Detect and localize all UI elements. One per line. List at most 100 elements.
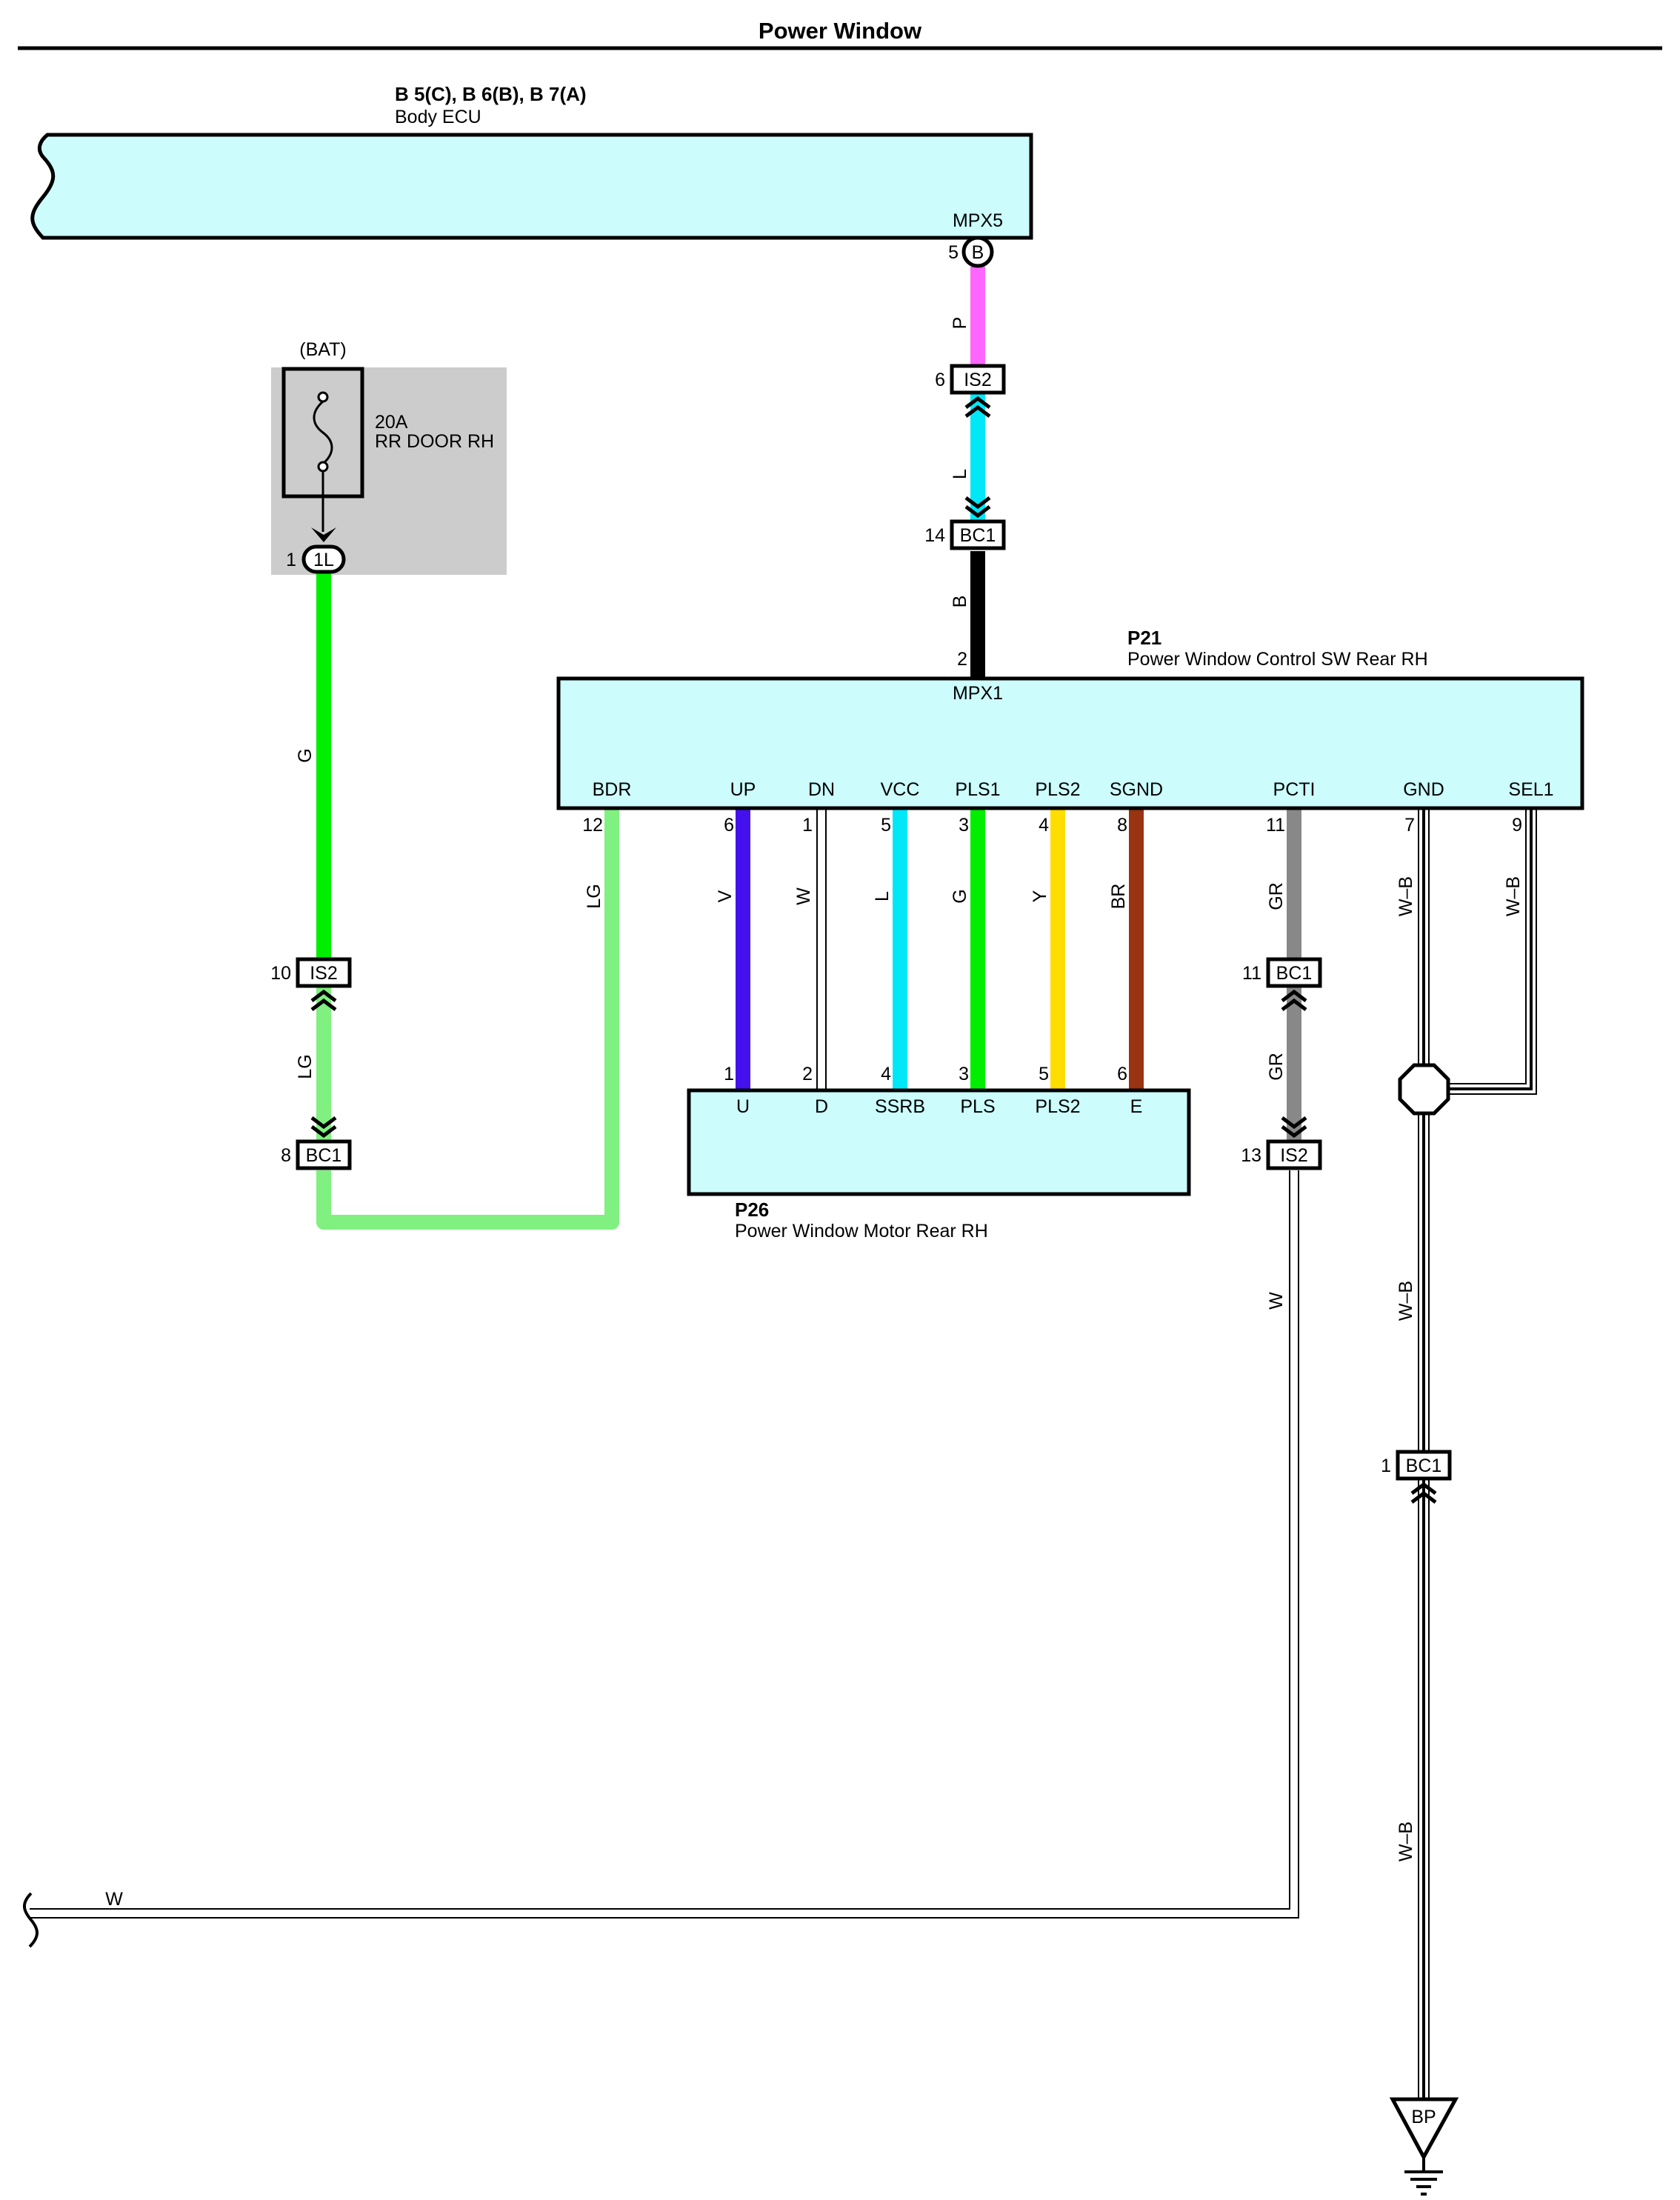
wire-label-pcti: GR [1266, 882, 1287, 910]
connector-pcti-bc1-pin: 11 [1242, 963, 1261, 984]
fuse-name: RR DOOR RH [375, 431, 494, 452]
wire-pcti-w-outline [30, 1170, 1299, 1919]
wire-label-b: B [950, 596, 970, 608]
wire-pcti-w-fill [30, 1170, 1298, 1917]
chevron-down-icon [1281, 1116, 1307, 1139]
ecu-pin-connector-label: B [972, 242, 984, 263]
p21-pin-mpx1: 2 [957, 649, 967, 670]
connector-fuse-is2: IS2 10 [270, 957, 352, 1011]
connector-fuse-is2-pin: 10 [270, 963, 291, 984]
wire-label-sel1: W–B [1503, 876, 1524, 916]
connector-fuse-bc1-pin: 8 [281, 1145, 291, 1166]
p21-pin-pcti: 11 [1266, 815, 1285, 836]
wire-label-pls2: Y [1030, 890, 1050, 902]
connector-mpx-is2-pin: 6 [935, 370, 945, 390]
wire-label-p: P [950, 317, 970, 330]
ground-symbol: BP [1389, 2097, 1459, 2196]
body-ecu: B 5(C), B 6(B), B 7(A) Body ECU MPX5 [30, 83, 1033, 240]
chevron-up-icon [1410, 1481, 1437, 1504]
fuse-pin-connector: 1L 1 [286, 544, 346, 574]
p21-pin-sel1: 9 [1512, 815, 1522, 836]
p21-terminal-gnd: GND [1403, 779, 1444, 800]
chevron-down-icon [964, 496, 991, 519]
p26-terminal-d: D [815, 1096, 828, 1117]
p21-pin-up: 6 [724, 815, 734, 836]
wire-label-pls1: G [950, 889, 970, 903]
p21-pin-pls1: 3 [959, 815, 969, 836]
fuse-icon [313, 391, 333, 532]
wire-label-gnd-wb: W–B [1396, 1281, 1416, 1321]
arrow-down-icon [311, 527, 336, 542]
chevron-down-icon [310, 1116, 337, 1139]
p21-pin-dn: 1 [802, 815, 813, 836]
wire-break-icon [23, 1892, 39, 1948]
p26-code: P26 [735, 1199, 769, 1221]
fuse-source: (BAT) [299, 339, 346, 360]
p26-pin-d: 2 [802, 1064, 813, 1084]
connector-pcti-bc1-box [1266, 957, 1322, 988]
wire-label-bottom-w: W [105, 1889, 123, 1910]
ecu-pin-number: 5 [948, 242, 959, 263]
p21-terminal-pls2: PLS2 [1035, 779, 1080, 800]
wire-label-l: L [950, 469, 970, 479]
p21-terminal-mpx1: MPX1 [953, 683, 1003, 704]
body-ecu-name: Body ECU [395, 107, 481, 127]
connector-fuse-bc1-box [296, 1139, 352, 1170]
connector-mpx-bc1-id: BC1 [960, 525, 996, 546]
p21-code: P21 [1127, 627, 1161, 649]
connector-gnd-bc1-box [1396, 1450, 1452, 1481]
fuse-pin-number: 1 [286, 550, 296, 570]
chevron-up-icon [1281, 989, 1307, 1011]
p21-terminal-sgnd: SGND [1110, 779, 1163, 800]
connector-mpx-is2-box [950, 364, 1006, 395]
p21-pin-sgnd: 8 [1117, 815, 1127, 836]
wire-label-pcti-gr: GR [1266, 1053, 1287, 1081]
chevron-up-icon [310, 989, 337, 1011]
p26-terminal-ssrb: SSRB [875, 1096, 925, 1117]
p21-terminal-up: UP [730, 779, 756, 800]
p26-pin-u: 1 [724, 1064, 734, 1084]
page-title: Power Window [759, 18, 922, 44]
p26-pin-pls: 3 [959, 1064, 969, 1084]
connector-fuse-is2-id: IS2 [310, 963, 338, 984]
splice-junction [1398, 1063, 1450, 1116]
p21-terminal-pcti: PCTI [1273, 779, 1316, 800]
connector-pcti-is2-pin: 13 [1241, 1145, 1261, 1166]
connector-gnd-bc1-pin: 1 [1381, 1456, 1391, 1476]
p26-name: Power Window Motor Rear RH [735, 1221, 988, 1241]
wire-label-vcc: L [872, 891, 893, 901]
connector-mpx-bc1-box [950, 519, 1006, 550]
p21-pin-vcc: 5 [881, 815, 891, 836]
wire-sel1-wb-outline [1448, 808, 1537, 1095]
wire-label-gnd: W–B [1396, 876, 1416, 916]
p21-switch: P21 Power Window Control SW Rear RH MPX1… [556, 627, 1584, 836]
wire-pcti-w [30, 1170, 1299, 1919]
wire-label-fuse-lg: LG [295, 1054, 316, 1079]
p26-pin-ssrb: 4 [881, 1064, 891, 1084]
ecu-pin-connector: B 5 [948, 236, 994, 268]
p26-terminal-e: E [1130, 1096, 1143, 1117]
p21-name: Power Window Control SW Rear RH [1127, 649, 1428, 670]
wire-label-fuse-g: G [295, 748, 316, 762]
p26-terminal-pls: PLS [960, 1096, 995, 1117]
p21-pin-gnd: 7 [1404, 815, 1415, 836]
p21-terminal-dn: DN [808, 779, 835, 800]
wire-sel1-wb-stripe [1448, 808, 1533, 1090]
p26-terminal-pls2: PLS2 [1035, 1096, 1080, 1117]
p21-terminal-bdr: BDR [593, 779, 632, 800]
p21-terminal-sel1: SEL1 [1508, 779, 1553, 800]
body-ecu-terminal-mpx5: MPX5 [953, 210, 1003, 231]
p21-terminal-pls1: PLS1 [955, 779, 1000, 800]
body-ecu-code: B 5(C), B 6(B), B 7(A) [395, 83, 587, 105]
fuse-rating: 20A [375, 412, 408, 433]
p26-terminal-u: U [736, 1096, 750, 1117]
